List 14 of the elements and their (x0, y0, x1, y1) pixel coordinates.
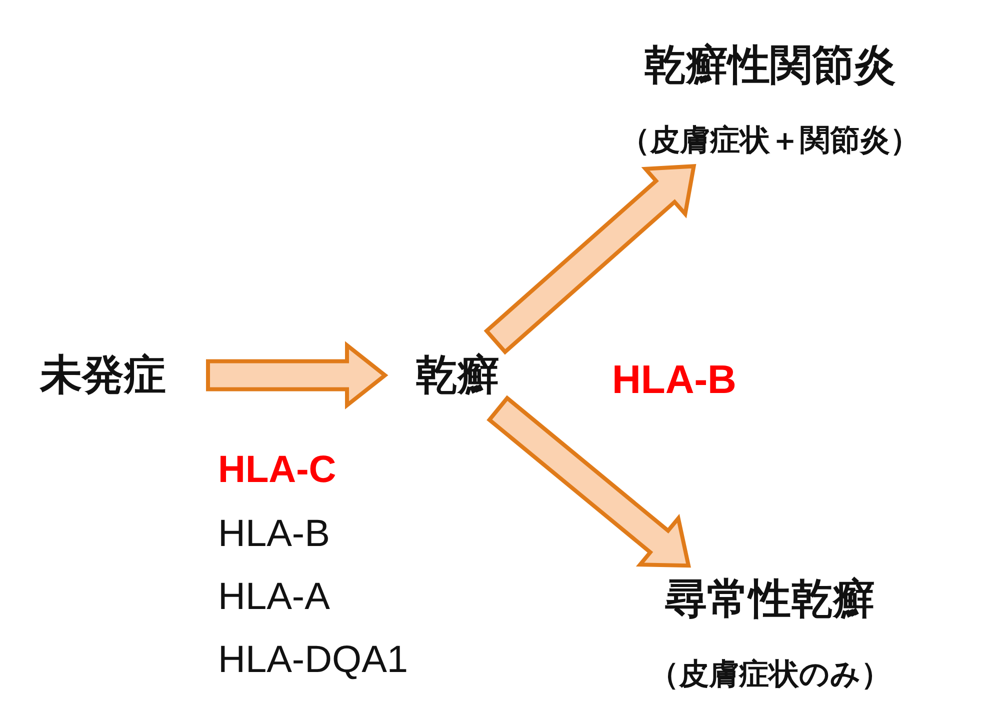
node-subtitle: （皮膚症状＋関節炎） (620, 122, 920, 160)
gene-label: HLA-B (612, 357, 736, 404)
gene-label: HLA-C (218, 448, 336, 493)
node-subtitle: （皮膚症状のみ） (649, 656, 891, 694)
node-title: 乾癬 (416, 349, 500, 401)
node-title: 乾癬性関節炎 (644, 39, 896, 91)
node-title: 尋常性乾癬 (665, 573, 875, 625)
block-arrow (206, 341, 388, 410)
gene-label: HLA-A (218, 575, 330, 620)
gene-label: HLA-B (218, 512, 330, 557)
block-arrow (486, 395, 691, 568)
node-title: 未発症 (40, 349, 166, 401)
block-arrow (484, 164, 696, 355)
gene-label: HLA-DQA1 (218, 638, 408, 683)
